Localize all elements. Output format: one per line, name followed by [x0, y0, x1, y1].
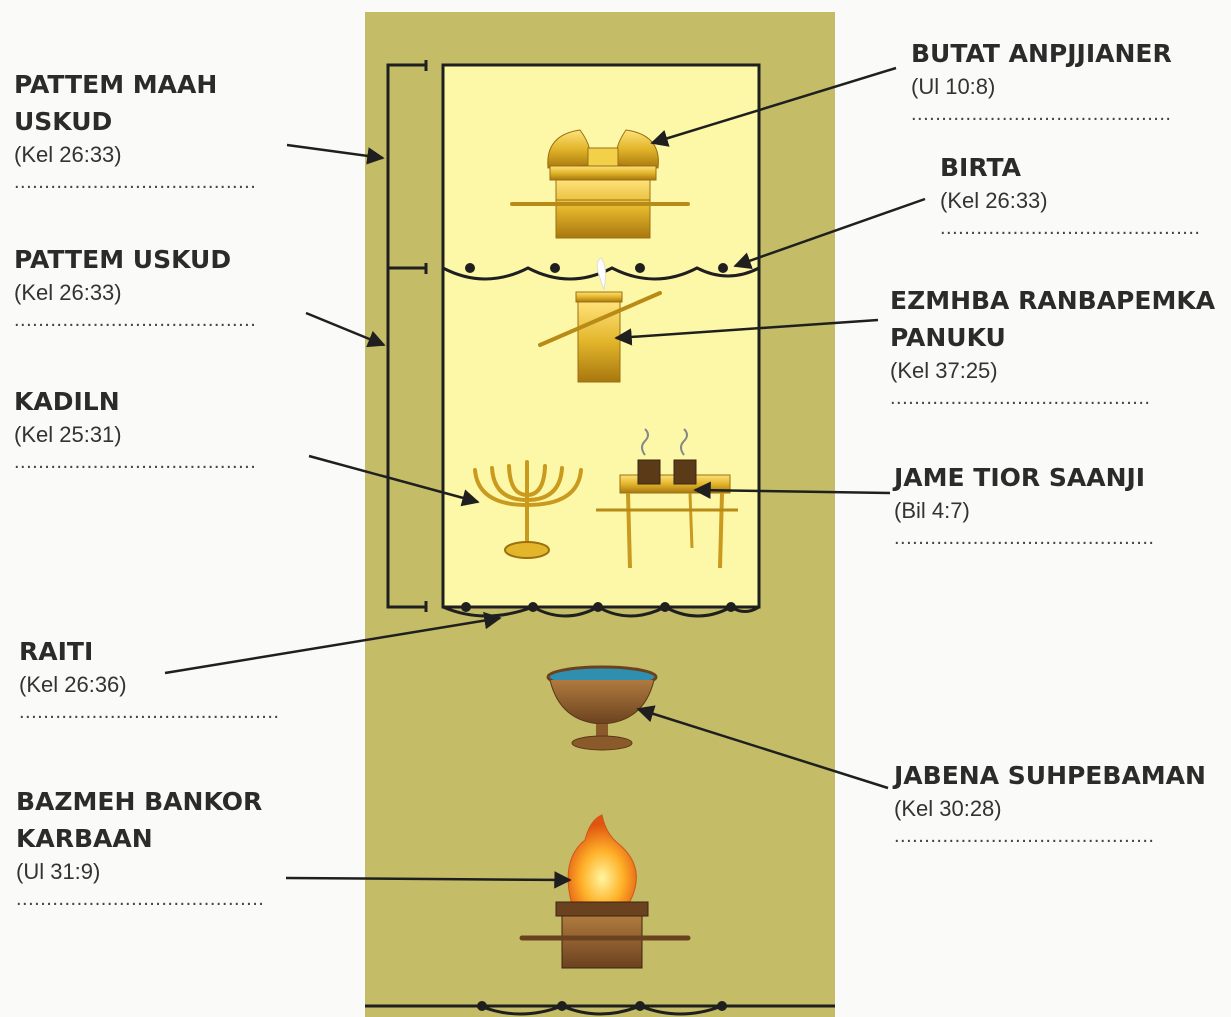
answer-blank[interactable]: ........................................… [911, 103, 1172, 125]
answer-blank[interactable]: ........................................… [16, 888, 265, 910]
label-title: RAITI [19, 637, 94, 666]
answer-blank[interactable]: ........................................… [940, 217, 1201, 239]
label-reference: (Kel 25:31) [14, 422, 122, 447]
label-pattem-maah-uskud: PATTEM MAAH USKUD (Kel 26:33) ..........… [14, 66, 304, 194]
label-reference: (Kel 26:36) [19, 672, 127, 697]
bracket-holy-place [386, 268, 428, 612]
label-reference: (Kel 26:33) [14, 280, 122, 305]
label-reference: (Kel 37:25) [890, 358, 998, 383]
veil-rings [465, 263, 728, 273]
label-reference: (Bil 4:7) [894, 498, 970, 523]
pointer-arrows [164, 66, 926, 889]
answer-blank[interactable]: ........................................ [14, 309, 257, 331]
entrance-rings [461, 602, 736, 612]
label-title: JAME TIOR SAANJI [894, 463, 1146, 492]
label-title-line1: EZMHBA RANBAPEMKA [890, 286, 1216, 315]
label-title-line1: BAZMEH BANKOR [16, 787, 263, 816]
label-title-line2: KARBAAN [16, 824, 153, 853]
label-birta: BIRTA (Kel 26:33) ......................… [940, 149, 1225, 240]
label-ezmhba-ranbapemka-panuku: EZMHBA RANBAPEMKA PANUKU (Kel 37:25) ...… [890, 282, 1228, 410]
label-reference: (Ul 10:8) [911, 74, 996, 99]
label-reference: (Kel 30:28) [894, 796, 1002, 821]
answer-blank[interactable]: ........................................… [894, 825, 1155, 847]
label-jabena-suhpebaman: JABENA SUHPEBAMAN (Kel 30:28) ..........… [894, 757, 1224, 848]
label-reference: (Kel 26:33) [940, 188, 1048, 213]
label-title: KADILN [14, 387, 120, 416]
menorah-icon [473, 460, 583, 559]
label-kadiln: KADILN (Kel 25:31) .....................… [14, 383, 304, 474]
label-bazmeh-bankor-karbaan: BAZMEH BANKOR KARBAAN (Ul 31:9) ........… [16, 783, 306, 911]
gate-rings [477, 1001, 727, 1011]
label-raiti: RAITI (Kel 26:36) ......................… [19, 633, 324, 724]
answer-blank[interactable]: ........................................… [19, 701, 280, 723]
label-title: BUTAT ANPJJIANER [911, 39, 1172, 68]
label-pattem-uskud: PATTEM USKUD (Kel 26:33) ...............… [14, 241, 304, 332]
label-butat-anpjjianer: BUTAT ANPJJIANER (Ul 10:8) .............… [911, 35, 1211, 126]
veil-curtain [442, 266, 760, 281]
label-title: BIRTA [940, 153, 1021, 182]
answer-blank[interactable]: ........................................ [14, 451, 257, 473]
answer-blank[interactable]: ........................................ [14, 171, 257, 193]
label-title: JABENA SUHPEBAMAN [894, 761, 1206, 790]
label-title-line1: PATTEM MAAH [14, 70, 218, 99]
altar-of-incense-icon [538, 257, 662, 383]
bracket-holy-of-holies [386, 60, 428, 274]
ark-of-covenant-icon [510, 129, 690, 239]
answer-blank[interactable]: ........................................… [894, 527, 1155, 549]
label-reference: (Ul 31:9) [16, 859, 101, 884]
label-title-line2: USKUD [14, 107, 113, 136]
label-title-line2: PANUKU [890, 323, 1006, 352]
gate-curtain [479, 1004, 723, 1016]
label-reference: (Kel 26:33) [14, 142, 122, 167]
label-title: PATTEM USKUD [14, 245, 232, 274]
label-jame-tior-saanji: JAME TIOR SAANJI (Bil 4:7) .............… [894, 459, 1204, 550]
answer-blank[interactable]: ........................................… [890, 387, 1151, 409]
laver-icon [546, 665, 658, 751]
altar-of-burnt-offering-icon [519, 814, 691, 969]
